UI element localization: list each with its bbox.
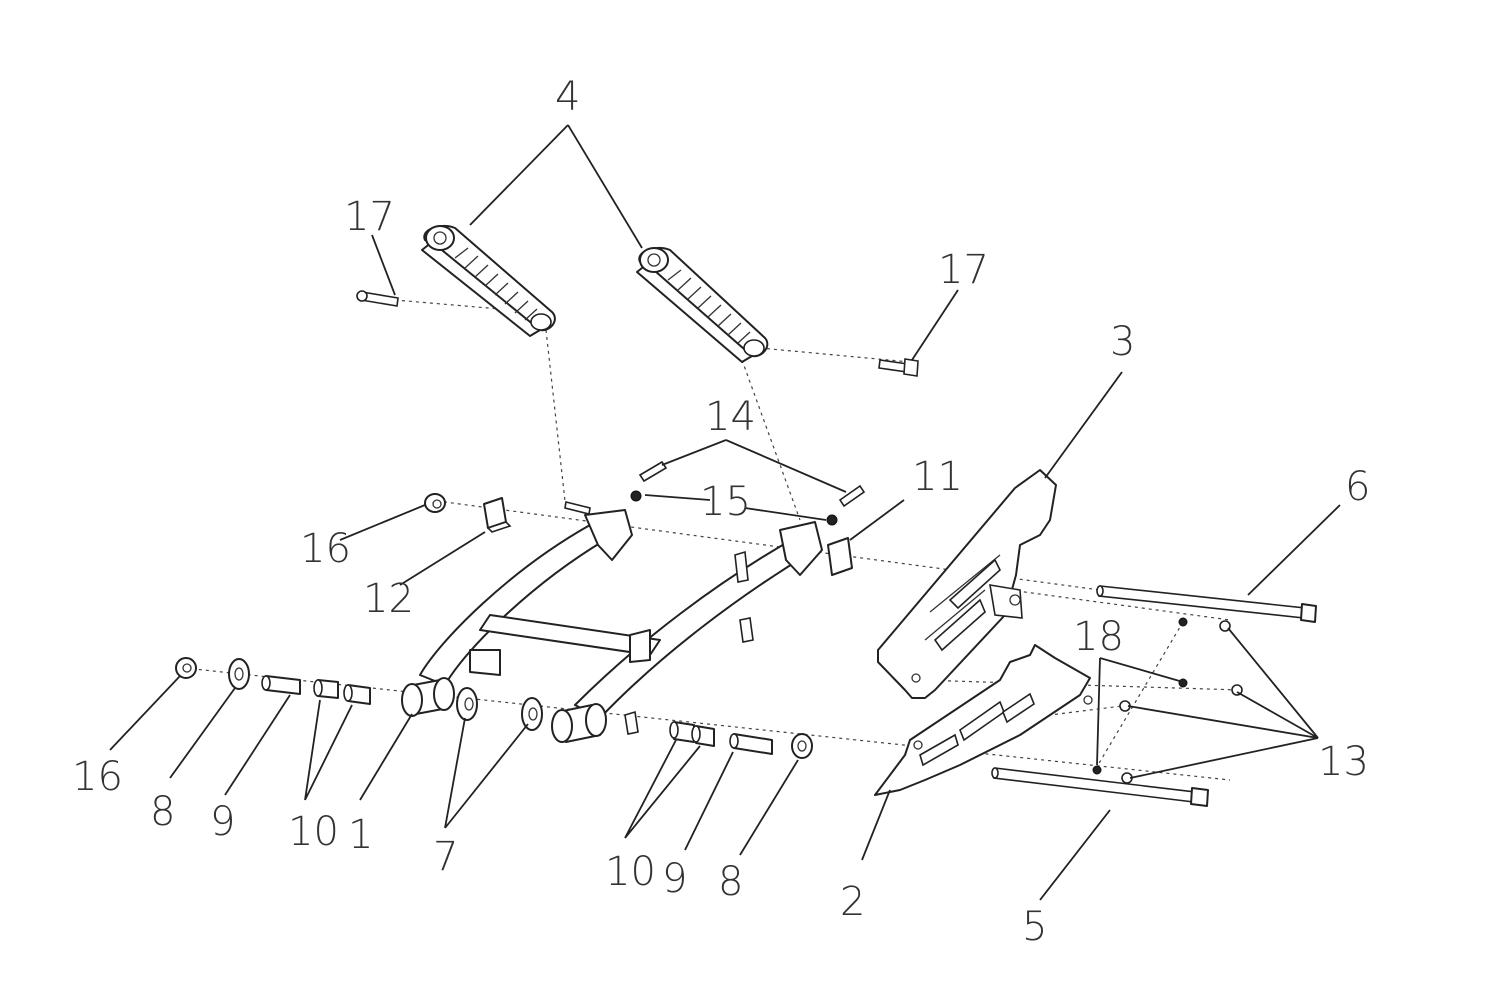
callout-15: 15: [700, 479, 751, 525]
callout-2: 2: [840, 879, 865, 925]
chain-adjuster-block-left: [483, 497, 512, 533]
shock-bolt-right: [878, 358, 919, 377]
callout-3: 3: [1110, 319, 1135, 365]
shock-mount-bolt-left: [564, 501, 591, 515]
callout-17-right: 17: [938, 247, 989, 293]
callout-18: 18: [1073, 614, 1124, 660]
bushing-right-a: [669, 721, 695, 743]
adjuster-bolt-left: [630, 460, 668, 502]
shock-spring-coils-left: [454, 247, 538, 321]
callout-16-top: 16: [300, 526, 351, 572]
swingarm-frame: [401, 509, 823, 743]
shock-absorber-right: [636, 246, 769, 363]
shock-absorber-left: [421, 224, 556, 337]
swingarm-pivot-tube-right: [551, 703, 607, 743]
callout-12: 12: [363, 576, 414, 622]
bushing-left-b: [343, 684, 371, 705]
seal-right: [521, 697, 543, 731]
callout-7: 7: [433, 834, 458, 880]
callout-labels: 4 17 17 3 6 14 15 11 16 12 16 8 9 10 1 7…: [72, 74, 1370, 950]
callout-14: 14: [705, 394, 756, 440]
pivot-nut-left: [175, 657, 197, 679]
callout-8-right: 8: [718, 859, 743, 905]
callout-16-left: 16: [72, 754, 123, 800]
bushing-right-b: [691, 725, 715, 747]
callout-1: 1: [348, 812, 373, 858]
callout-10-left: 10: [288, 809, 339, 855]
callout-8-left: 8: [150, 789, 175, 835]
chain-guard-bolt-lower: [991, 767, 1209, 807]
callout-9-left: 9: [210, 799, 235, 845]
chain-guard-bolt-upper: [1096, 585, 1317, 623]
swingarm-pivot-tube: [401, 677, 455, 717]
pivot-nut-top: [424, 493, 446, 513]
callout-17-left: 17: [344, 194, 395, 240]
callout-9-right: 9: [662, 856, 687, 902]
leader-lines: [109, 124, 1341, 901]
callout-6: 6: [1345, 464, 1370, 510]
callout-5: 5: [1022, 904, 1047, 950]
shock-bolt-left: [356, 290, 399, 307]
pivot-shaft-right: [729, 733, 773, 755]
washer-right: [791, 733, 813, 759]
callout-10-right: 10: [605, 849, 656, 895]
chain-adjuster-block-right: [827, 537, 853, 576]
chain-guard-upper: [877, 469, 1057, 699]
pivot-shaft-left: [261, 675, 301, 695]
chain-guard-lower: [874, 644, 1093, 796]
shock-spring-coils-right: [667, 269, 751, 344]
seal-left: [456, 687, 478, 721]
callout-11: 11: [912, 454, 963, 500]
bushing-left-a: [313, 679, 339, 699]
adjuster-bolt-right: [826, 484, 866, 526]
callout-4: 4: [555, 74, 580, 120]
washer-left: [228, 658, 250, 690]
callout-13: 13: [1318, 739, 1369, 785]
